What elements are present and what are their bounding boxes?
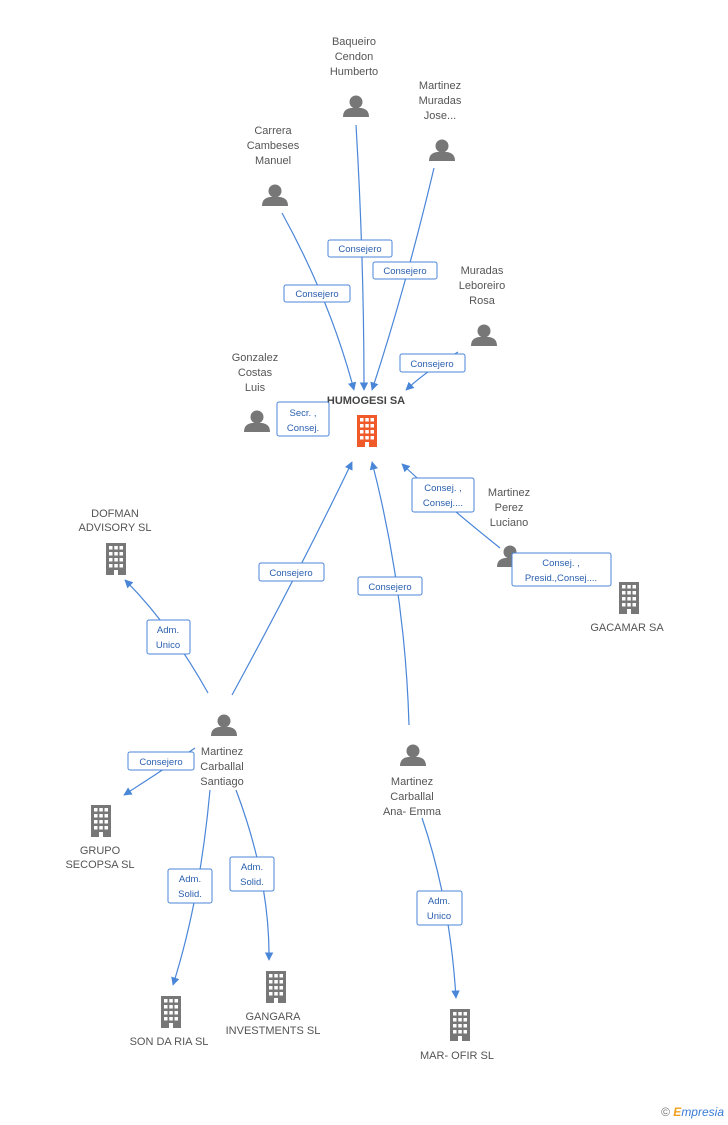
edge-label-muradas-leboreiro[interactable]: Consejero xyxy=(399,353,466,373)
building-icon[interactable] xyxy=(619,582,639,614)
edge-label-gacamar[interactable]: Consej. , Presid.,Consej.... xyxy=(511,552,612,587)
svg-text:Consej. ,: Consej. , xyxy=(542,558,580,569)
edge-label-dofman[interactable]: Adm. Unico xyxy=(146,619,191,655)
empresia-logo[interactable]: Empresia xyxy=(673,1105,724,1119)
svg-text:Consej. ,: Consej. , xyxy=(424,483,462,494)
company-label-gacamar[interactable]: GACAMAR SA xyxy=(590,622,664,634)
svg-text:Consejero: Consejero xyxy=(410,359,453,370)
svg-text:Solid.: Solid. xyxy=(178,889,202,900)
svg-text:Consejero: Consejero xyxy=(295,289,338,300)
person-icon[interactable] xyxy=(471,324,497,347)
company-nodes xyxy=(91,543,639,1041)
edge-label-ana[interactable]: Consejero xyxy=(357,576,423,596)
building-icon[interactable] xyxy=(106,543,126,575)
svg-text:Adm.: Adm. xyxy=(241,862,263,873)
person-icon[interactable] xyxy=(400,744,426,767)
svg-text:Consej....: Consej.... xyxy=(423,498,463,509)
person-icon[interactable] xyxy=(211,714,237,737)
company-label-marofir[interactable]: MAR- OFIR SL xyxy=(420,1050,494,1062)
svg-text:Consejero: Consejero xyxy=(383,266,426,277)
building-icon[interactable] xyxy=(266,971,286,1003)
edge-line-martinez-muradas xyxy=(370,167,435,391)
person-icon[interactable] xyxy=(262,184,288,207)
building-icon[interactable] xyxy=(450,1009,470,1041)
svg-text:Consejero: Consejero xyxy=(368,582,411,593)
svg-text:Consejero: Consejero xyxy=(269,568,312,579)
edge-label-carrera[interactable]: Consejero xyxy=(283,284,351,303)
company-label-sondaria[interactable]: SON DA RIA SL xyxy=(130,1036,209,1048)
svg-text:Consejero: Consejero xyxy=(139,757,182,768)
svg-text:Unico: Unico xyxy=(427,911,451,922)
svg-text:Unico: Unico xyxy=(156,640,180,651)
edge-line-baqueiro xyxy=(355,124,369,391)
svg-text:Adm.: Adm. xyxy=(157,625,179,636)
footer-brand: © Empresia xyxy=(661,1105,724,1119)
svg-text:Adm.: Adm. xyxy=(179,874,201,885)
edges xyxy=(123,124,501,999)
building-icon[interactable] xyxy=(91,805,111,837)
svg-text:Secr. ,: Secr. , xyxy=(290,408,317,419)
svg-text:Presid.,Consej....: Presid.,Consej.... xyxy=(525,573,597,584)
edge-label-marofir[interactable]: Adm. Unico xyxy=(416,890,463,926)
person-icon[interactable] xyxy=(429,139,455,162)
edge-label-martinez-perez[interactable]: Consej. , Consej.... xyxy=(411,477,475,513)
edge-label-sondaria[interactable]: Adm. Solid. xyxy=(167,868,213,904)
svg-text:Solid.: Solid. xyxy=(240,877,264,888)
svg-text:Adm.: Adm. xyxy=(428,896,450,907)
center-company-label[interactable]: HUMOGESI SA xyxy=(327,395,405,407)
edge-label-santiago[interactable]: Consejero xyxy=(258,562,325,582)
edge-label-baqueiro[interactable]: Consejero xyxy=(327,239,393,258)
building-icon[interactable] xyxy=(161,996,181,1028)
svg-text:Consej.: Consej. xyxy=(287,423,319,434)
person-icon[interactable] xyxy=(343,95,369,118)
copyright-symbol: © xyxy=(661,1105,670,1119)
person-icon[interactable] xyxy=(244,410,270,433)
edge-label-martinez-muradas[interactable]: Consejero xyxy=(372,261,438,280)
center-company-node[interactable] xyxy=(357,415,377,447)
edge-label-gonzalez[interactable]: Secr. , Consej. xyxy=(276,401,330,437)
svg-text:Consejero: Consejero xyxy=(338,244,381,255)
edge-label-grupo[interactable]: Consejero xyxy=(127,751,195,771)
edge-label-gangara[interactable]: Adm. Solid. xyxy=(229,856,275,892)
